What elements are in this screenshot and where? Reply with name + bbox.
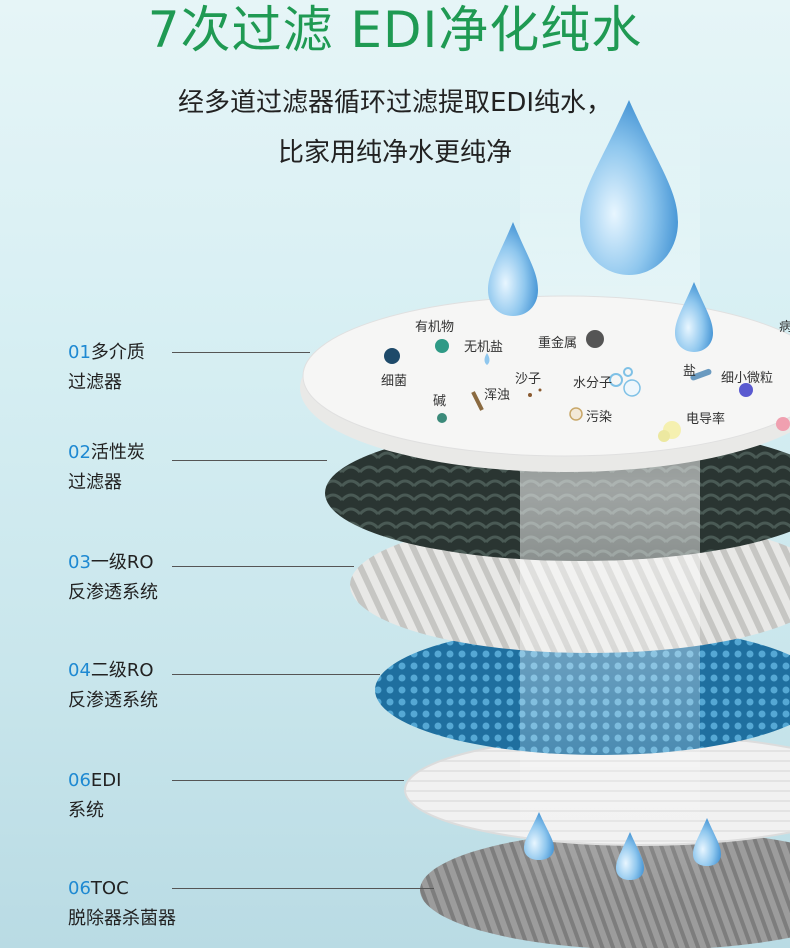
leader-line	[172, 780, 404, 781]
label-bacteria: 细菌	[381, 374, 408, 389]
subtitle-line-1: 经多道过滤器循环过滤提取EDI纯水，	[177, 88, 613, 118]
layer-label-4: 04二级RO 反渗透系统	[68, 656, 158, 716]
layer-label-5: 06EDI 系统	[68, 766, 121, 826]
leader-line	[172, 674, 380, 675]
label-conductivity: 电导率	[686, 412, 726, 427]
label-virus-partial: 病	[779, 320, 790, 335]
layer-number: 06	[68, 878, 91, 899]
layer-name: 一级RO	[90, 552, 154, 573]
label-alkali: 碱	[433, 394, 447, 409]
label-pollution: 污染	[586, 410, 613, 425]
layer-name: 二级RO	[90, 660, 154, 681]
leader-line	[172, 460, 327, 461]
fine-particle-icon	[739, 383, 753, 397]
water-drop-icon	[524, 812, 554, 860]
layer-name: 活性炭	[90, 442, 145, 463]
layer-number: 06	[68, 770, 91, 791]
layer-sub: 反渗透系统	[68, 690, 158, 711]
water-drop-icon	[488, 222, 538, 316]
layer-sub: 过滤器	[68, 472, 122, 493]
layer-label-3: 03一级RO 反渗透系统	[68, 548, 158, 608]
water-drop-icon	[616, 832, 644, 880]
layer-label-2: 02活性炭 过滤器	[68, 438, 145, 498]
label-water-molecule: 水分子	[573, 376, 613, 391]
layer-sub: 过滤器	[68, 372, 122, 393]
leader-line	[172, 566, 354, 567]
layer-name: 多介质	[90, 342, 145, 363]
bacteria-icon	[384, 348, 400, 364]
layer-number: 04	[68, 660, 91, 681]
layer-number: 01	[68, 342, 91, 363]
organic-icon	[435, 339, 449, 353]
layer-number: 03	[68, 552, 91, 573]
water-drop-icon	[675, 282, 713, 352]
label-sand: 沙子	[515, 372, 542, 387]
layer-sub: 反渗透系统	[68, 582, 158, 603]
sand-icon	[528, 393, 532, 397]
label-turbidity: 浑浊	[484, 388, 511, 403]
subtitle-line-2: 比家用纯净水更纯净	[277, 138, 512, 168]
label-organic: 有机物	[415, 320, 455, 335]
water-drop-icon	[693, 818, 721, 866]
leader-line	[172, 888, 434, 889]
salt-icon	[690, 368, 712, 381]
water-drop-icon	[580, 100, 678, 275]
turbidity-icon	[471, 391, 484, 411]
layer-sub: 系统	[68, 800, 104, 821]
salt-drop-icon	[484, 353, 490, 365]
label-salt: 盐	[683, 364, 697, 379]
pollution-icon	[569, 407, 583, 421]
layer-number: 02	[68, 442, 91, 463]
page-title: 7次过滤 EDI净化纯水	[147, 1, 643, 59]
layer-sub: 脱除器杀菌器	[68, 908, 176, 929]
layer-name: TOC	[90, 878, 129, 899]
label-heavy-metal: 重金属	[538, 336, 578, 351]
layer-label-1: 01多介质 过滤器	[68, 338, 145, 398]
multimedia-layer	[300, 295, 790, 472]
water-molecule-icon	[609, 373, 623, 387]
label-fine-particles: 细小微粒	[721, 371, 774, 386]
layer-name: EDI	[90, 770, 122, 791]
label-inorganic-salt: 无机盐	[464, 340, 504, 355]
layer-label-6: 06TOC 脱除器杀菌器	[68, 874, 176, 934]
heavy-metal-icon	[586, 330, 604, 348]
leader-line	[172, 352, 310, 353]
alkali-icon	[437, 413, 447, 423]
